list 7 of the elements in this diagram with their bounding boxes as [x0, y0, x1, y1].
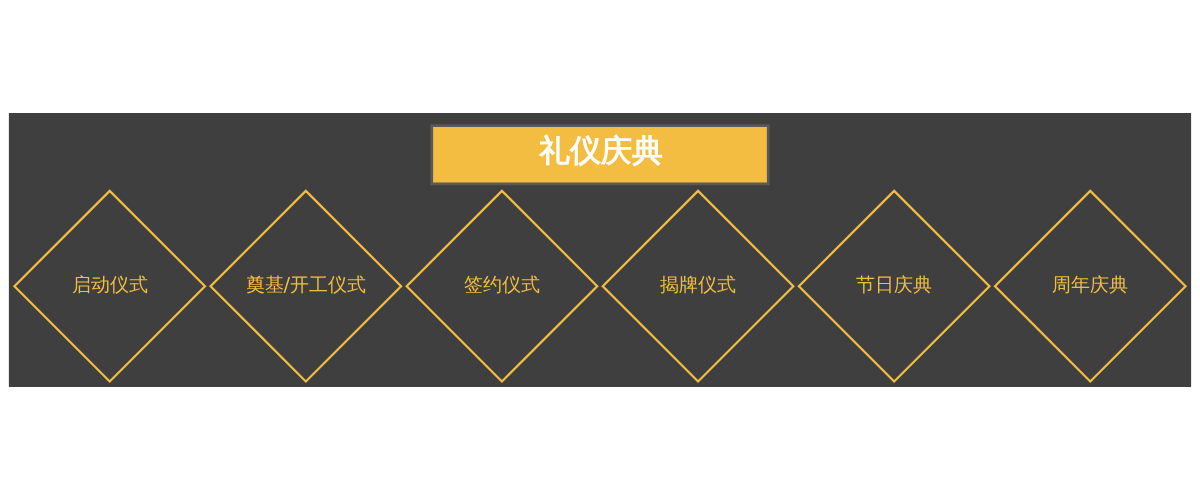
node-diamond: 启动仪式: [12, 189, 207, 383]
diagram-title: 礼仪庆典: [538, 133, 663, 169]
node-diamond: 揭牌仪式: [601, 189, 795, 383]
node-diamond: 签约仪式: [405, 189, 599, 383]
node-diamond: 奠基/开工仪式: [209, 189, 403, 383]
node-diamond: 周年庆典: [993, 189, 1188, 383]
node-diamond: 节日庆典: [797, 189, 991, 383]
